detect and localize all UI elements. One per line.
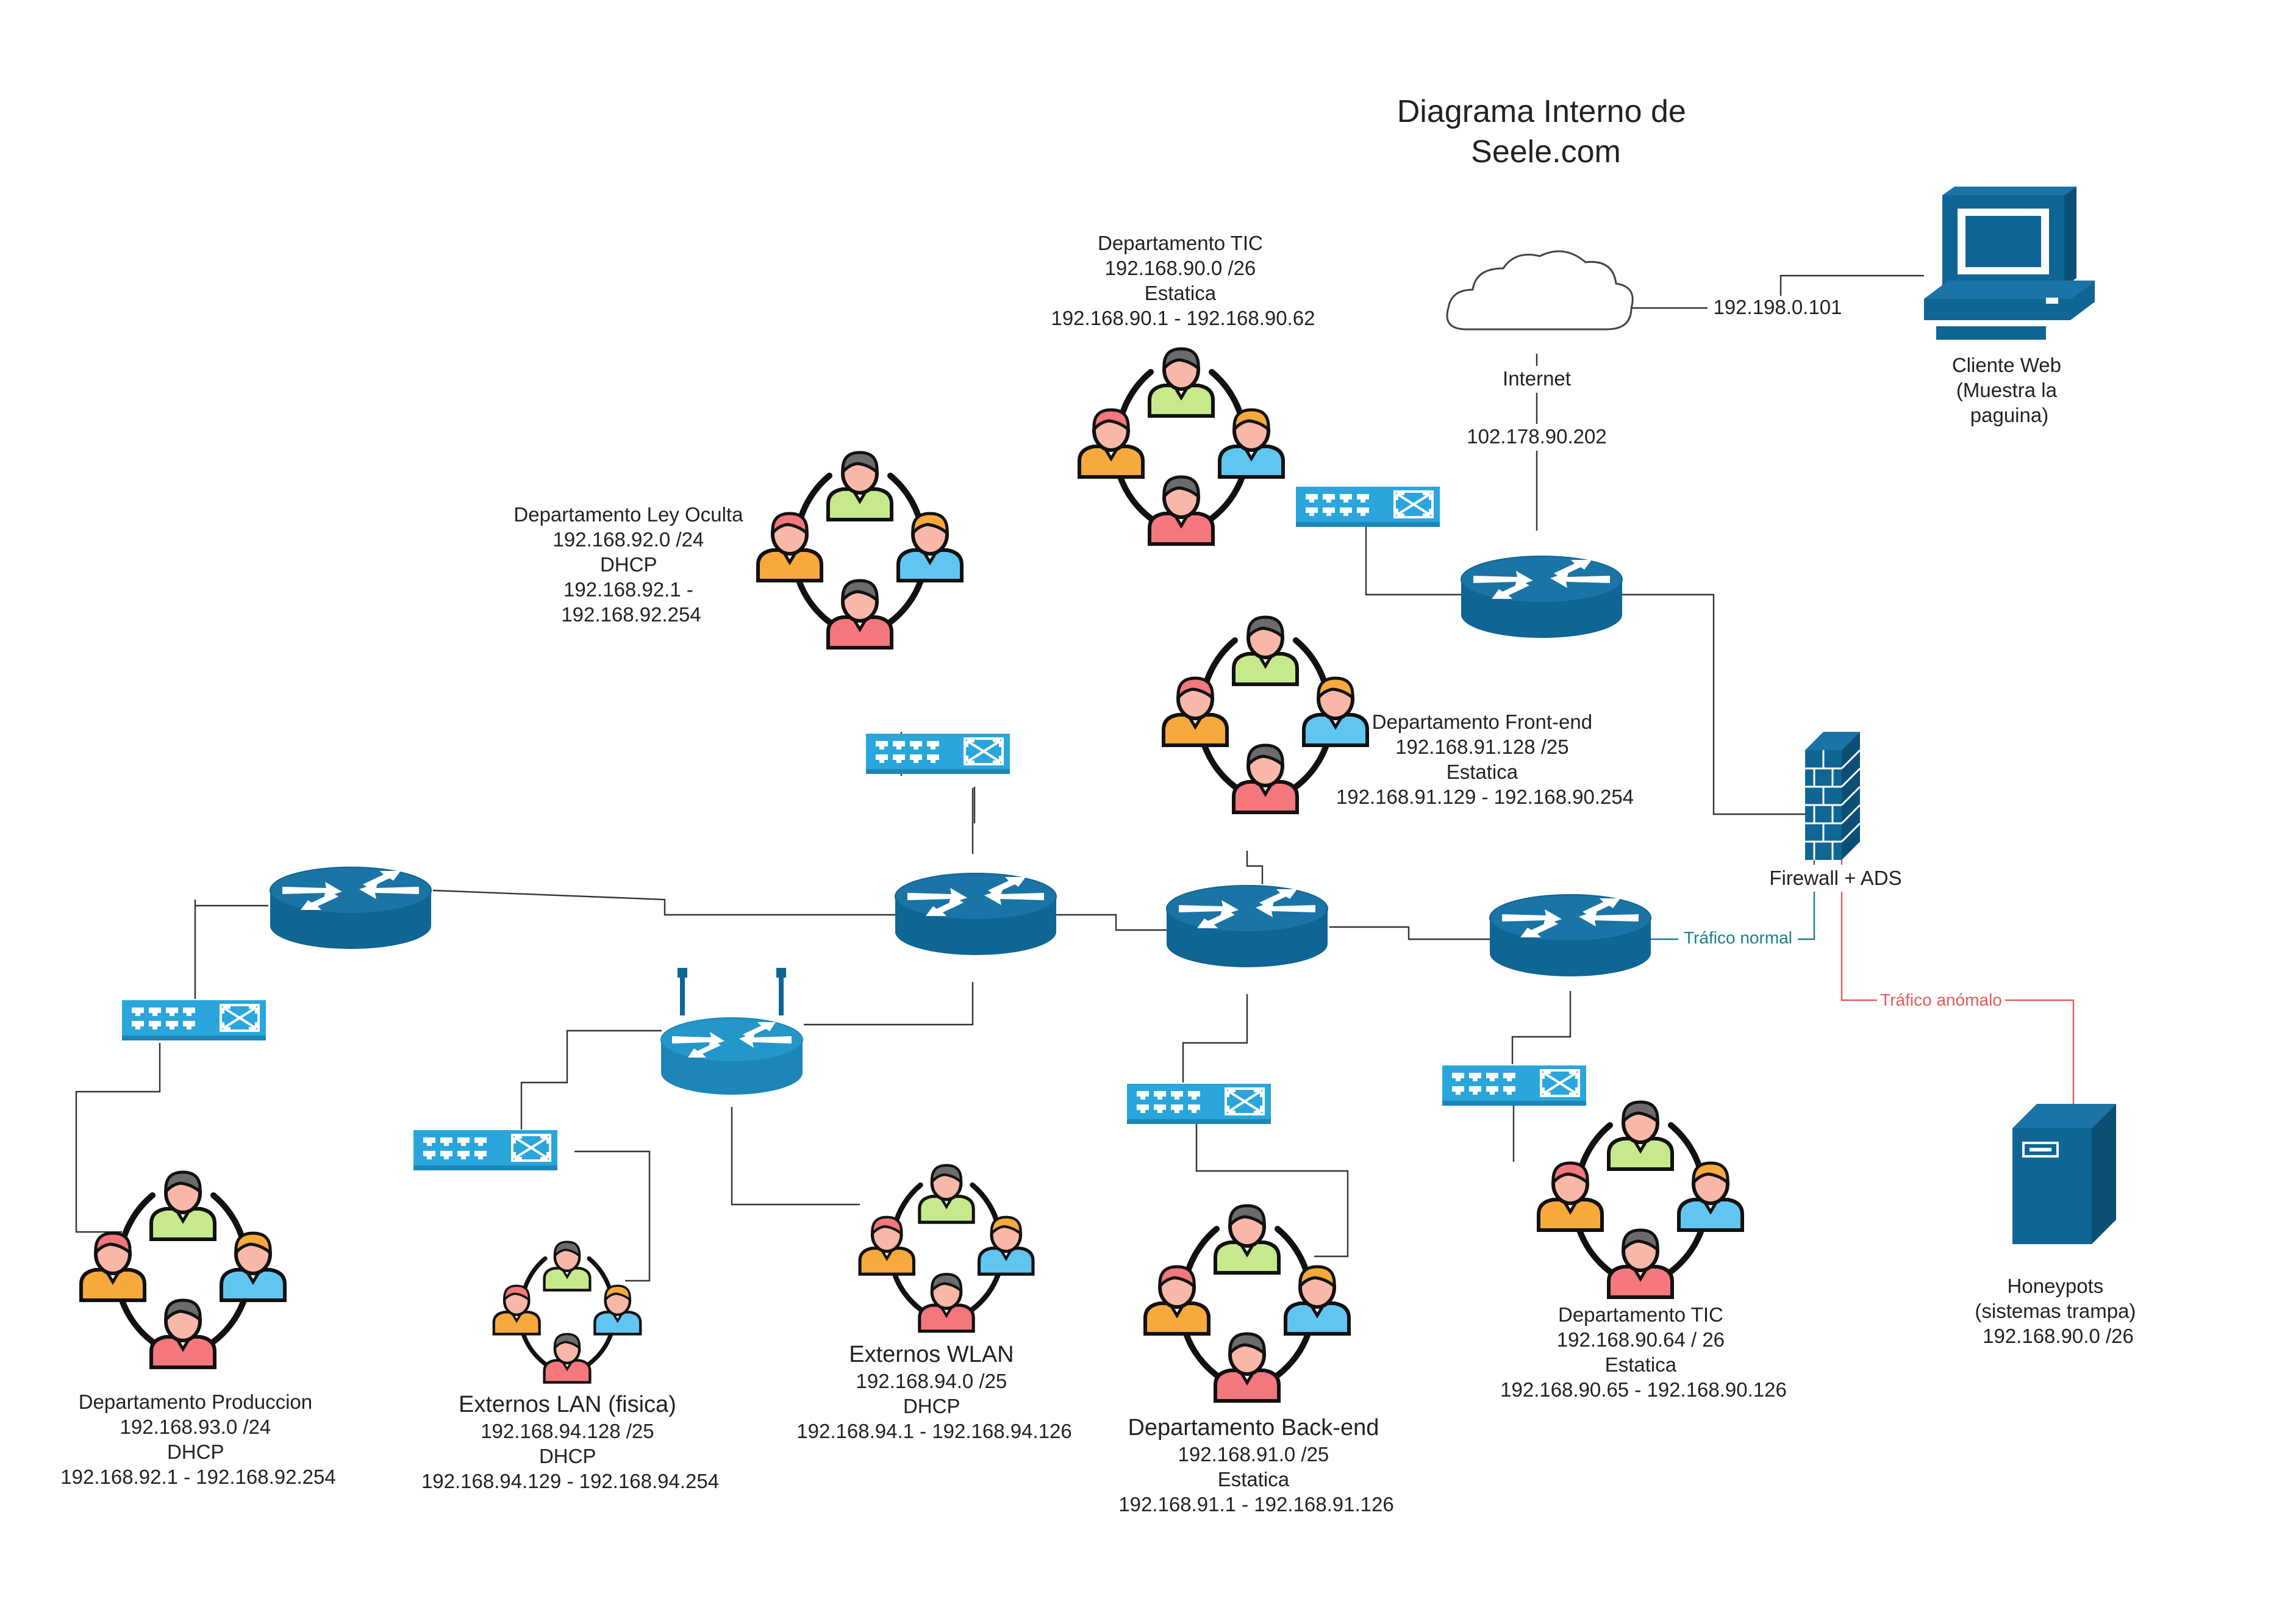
label-ley-oculta: Departamento Ley Oculta 192.168.92.0 /24… <box>513 503 748 626</box>
label-externos-wlan: Externos WLAN 192.168.94.0 /25 DHCP 192.… <box>796 1342 1071 1442</box>
wireless-router-icon <box>660 967 803 1095</box>
router-edge-icon <box>1461 556 1623 639</box>
switch-ley-oculta-icon <box>865 732 1011 775</box>
client-label: Cliente Web (Muestra la paguina) <box>1952 354 2067 426</box>
user-group-ley-oculta-icon <box>758 453 962 648</box>
client-computer-icon <box>1924 187 2095 340</box>
links <box>75 274 2075 1282</box>
router-core-middle-icon <box>1166 885 1328 968</box>
label-front-end: Departamento Front-end 192.168.91.128 /2… <box>1336 711 1634 808</box>
client-link-ip: 192.198.0.101 <box>1713 296 1842 318</box>
internet-cloud-icon <box>1446 250 1634 331</box>
user-group-tic-top-icon <box>1079 349 1283 544</box>
router-core-left-icon <box>895 873 1057 956</box>
label-produccion: Departamento Produccion 192.168.93.0 /24… <box>60 1391 335 1488</box>
label-back-end: Departamento Back-end 192.168.91.0 /25 E… <box>1118 1415 1393 1516</box>
label-externos-lan: Externos LAN (fisica) 192.168.94.128 /25… <box>421 1392 719 1492</box>
router-core-right-icon <box>1489 894 1651 977</box>
internet-uplink-ip: 102.178.90.202 <box>1467 425 1606 448</box>
firewall-icon <box>1805 732 1861 860</box>
switch-tic-bottom-icon <box>1441 1064 1587 1107</box>
switch-externos-lan-icon <box>412 1129 559 1172</box>
switch-tic-top-icon <box>1295 485 1441 528</box>
switch-produccion-icon <box>121 999 267 1042</box>
user-group-back-end-icon <box>1145 1206 1349 1401</box>
label-tic-bottom: Departamento TIC 192.168.90.64 / 26 Esta… <box>1500 1303 1787 1401</box>
honeypot-server-icon <box>2012 1104 2116 1244</box>
edge-label-normal: Tráfico normal <box>1684 928 1792 947</box>
switch-back-end-icon <box>1126 1083 1272 1125</box>
internet-label: Internet <box>1503 367 1571 390</box>
user-group-produccion-icon <box>81 1172 285 1367</box>
firewall-label: Firewall + ADS <box>1769 867 1901 889</box>
user-group-externos-lan-icon <box>494 1242 640 1382</box>
diagram-title: Diagrama Interno de Seele.com <box>1397 94 1695 170</box>
user-group-front-end-icon <box>1164 617 1367 812</box>
honeypots-label: Honeypots (sistemas trampa) 192.168.90.0… <box>1975 1275 2141 1347</box>
user-group-tic-bottom-icon <box>1539 1102 1742 1297</box>
user-group-externos-wlan-icon <box>860 1165 1033 1331</box>
edge-label-anomalous: Tráfico anómalo <box>1880 990 2002 1009</box>
label-tic-top: Departamento TIC 192.168.90.0 /26 Estati… <box>1051 232 1315 329</box>
router-produccion-icon <box>270 867 432 950</box>
